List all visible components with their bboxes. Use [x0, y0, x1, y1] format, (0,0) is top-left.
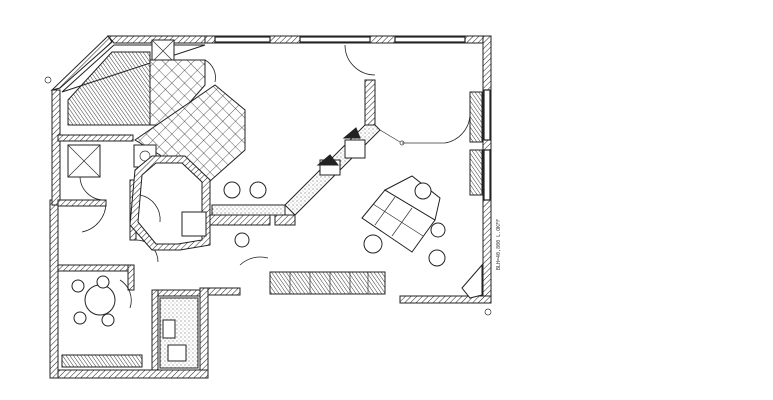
wash-basin [162, 319, 176, 339]
left-wall-upper [51, 89, 61, 206]
top-window-2 [299, 36, 371, 43]
kitchen-column [364, 79, 376, 126]
octagon-cabinet [181, 211, 207, 237]
stove-hood-mark [316, 154, 340, 166]
toilet [167, 344, 187, 362]
bottom-wall-left [49, 369, 209, 379]
right-window-1 [483, 89, 491, 141]
armchair-4 [428, 249, 446, 267]
lower-right-wall [199, 287, 209, 379]
counter-base [209, 214, 271, 226]
armchair-3 [430, 222, 446, 238]
sink [344, 139, 366, 159]
outer-walls [49, 35, 492, 379]
bottom-cabinets [269, 271, 386, 295]
dining-sideboard [61, 354, 143, 368]
angled-wall-left [50, 35, 113, 91]
sofa-back [383, 175, 441, 221]
kitchen-door-arc [344, 44, 376, 76]
right-cabinet-2 [469, 149, 483, 196]
dining-table [84, 284, 116, 316]
left-wall-lower [49, 199, 59, 379]
dining-chairs [71, 275, 115, 327]
top-window-3 [394, 36, 466, 43]
tiled-area-2 [134, 84, 246, 191]
bottom-wall-right [399, 295, 492, 304]
marker-circle-2 [484, 308, 492, 316]
marker-circle [44, 76, 52, 84]
corner-cabinet [461, 263, 483, 299]
door-arc [204, 59, 216, 83]
right-cabinet-1 [469, 91, 483, 143]
armchair-1 [363, 234, 383, 254]
bar-stools [223, 181, 267, 248]
armchair-2 [414, 182, 432, 200]
top-window-1 [214, 36, 271, 43]
counter-left [211, 204, 286, 216]
right-window-2 [483, 149, 491, 201]
elevation-label: BLH=40,800 L.OKFF [496, 219, 502, 270]
